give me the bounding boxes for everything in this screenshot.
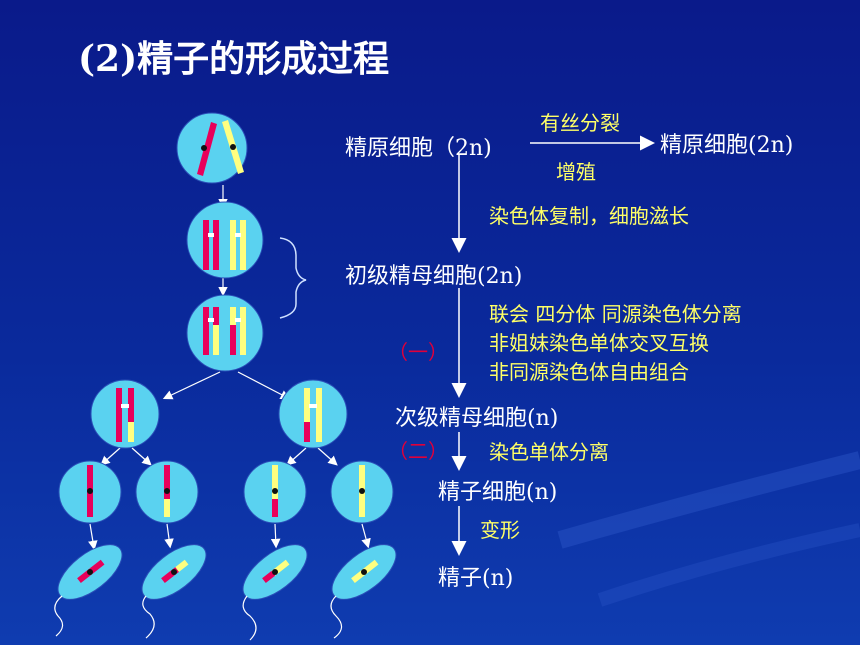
page-title: (2)精子的形成过程 [78, 38, 390, 80]
sperm-cell-2 [141, 544, 207, 639]
spermatogonium-label-right: 精原细胞(2n) [660, 133, 794, 158]
spermatid-cell-3 [243, 460, 307, 524]
sperm-cell-3 [242, 544, 308, 641]
sperm-cell-4 [330, 544, 397, 639]
spermatid-cell-1 [58, 460, 122, 524]
replication-label: 染色体复制，细胞滋长 [489, 204, 689, 228]
spermatid-label: 精子细胞(n) [438, 480, 558, 505]
meiosis2-label: 染色单体分离 [489, 440, 609, 464]
sperm-cell-1 [54, 544, 123, 637]
spermatid-cell-2 [135, 460, 199, 524]
spermatogonium-label: 精原细胞（2n) [345, 136, 492, 161]
meiosis1-note-2: 非姐妹染色单体交叉互换 [489, 331, 709, 355]
secondary-spermatocyte-cell-left [90, 379, 160, 449]
secondary-spermatocyte-cell-right [278, 379, 348, 449]
spermatogonium-cell [176, 112, 248, 184]
meiosis1-note-1: 联会 四分体 同源染色体分离 [489, 302, 742, 326]
brace [279, 237, 307, 319]
secondary-spermatocyte-label: 次级精母细胞(n) [395, 406, 559, 431]
primary-spermatocyte-cell [186, 294, 264, 372]
primary-spermatocyte-label: 初级精母细胞(2n) [345, 264, 523, 289]
proliferation-label: 增殖 [556, 160, 596, 184]
replicated-cell [186, 201, 264, 279]
first-division-label: （一） [388, 340, 448, 364]
meiosis1-note-3: 非同源染色体自由组合 [489, 360, 689, 384]
second-division-label: （二） [388, 439, 448, 463]
spermatid-cell-4 [330, 460, 394, 524]
mitosis-label: 有丝分裂 [540, 111, 620, 135]
metamorphosis-label: 变形 [480, 518, 520, 542]
sperm-label: 精子(n) [438, 566, 514, 591]
